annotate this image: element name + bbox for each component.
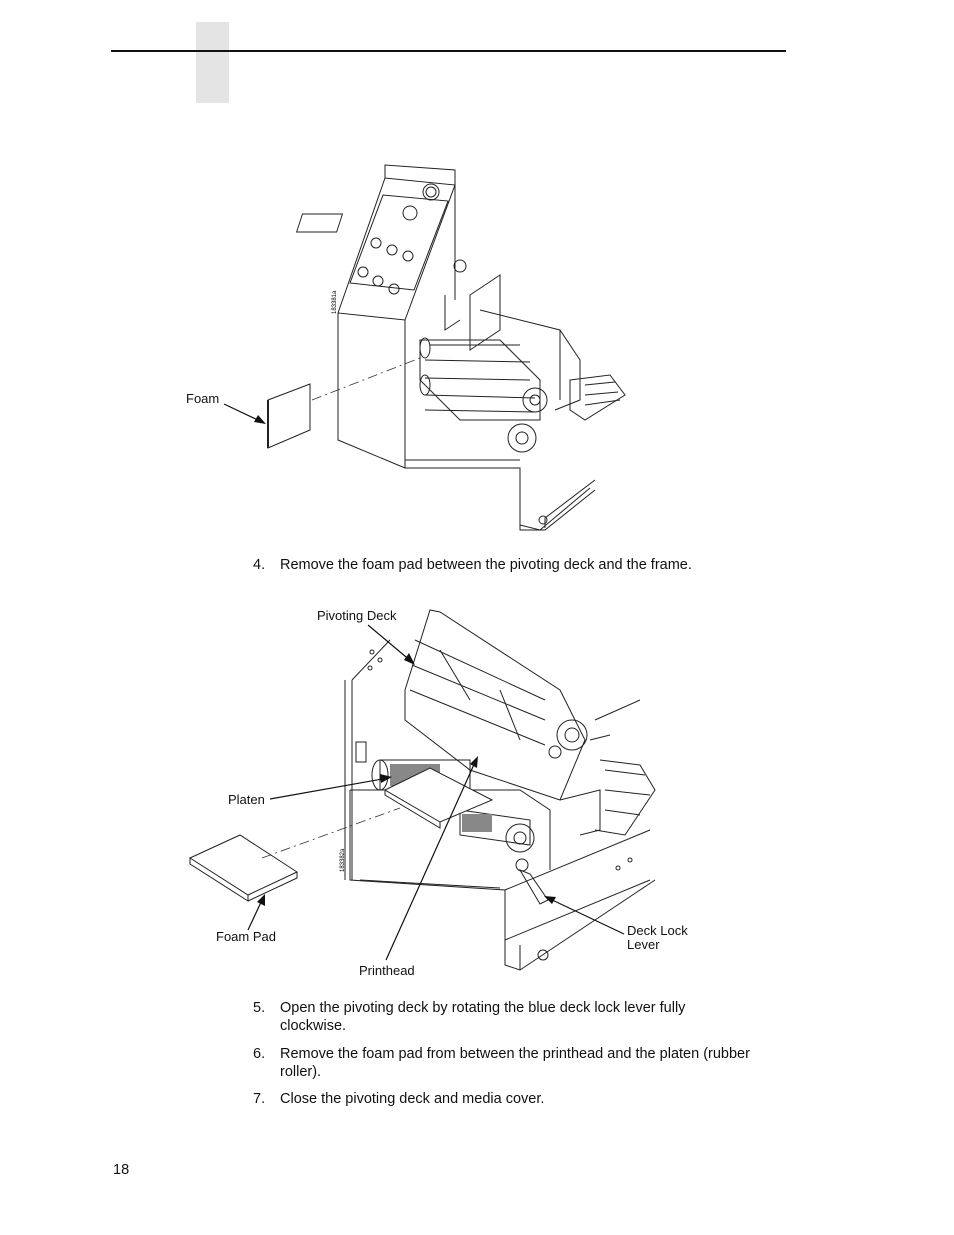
figure-code: 183382a <box>340 848 346 872</box>
step-text: Open the pivoting deck by rotating the b… <box>280 1000 686 1034</box>
callout-platen: Platen <box>228 792 265 807</box>
step-number: 6. <box>253 1046 266 1062</box>
step-text: Remove the foam pad between the pivoting… <box>280 557 692 573</box>
step-number: 4. <box>253 557 266 573</box>
callout-deck-lock-lever: Deck Lock Lever <box>627 924 688 952</box>
chapter-tab <box>196 22 229 103</box>
step-number: 7. <box>253 1091 266 1107</box>
callout-line: Deck Lock <box>627 923 688 938</box>
callout-pivoting-deck: Pivoting Deck <box>317 608 397 623</box>
callout-printhead: Printhead <box>359 963 415 978</box>
page-number: 18 <box>113 1162 130 1178</box>
callout-foam: Foam <box>186 391 220 406</box>
step-number: 5. <box>253 1000 266 1016</box>
callout-foam-pad: Foam Pad <box>216 929 276 944</box>
step-text: Remove the foam pad from between the pri… <box>280 1046 750 1080</box>
figure-code: 183381a <box>332 290 338 314</box>
step-text: Close the pivoting deck and media cover. <box>280 1091 545 1107</box>
callout-line: Lever <box>627 937 660 952</box>
header-rule <box>111 50 786 52</box>
